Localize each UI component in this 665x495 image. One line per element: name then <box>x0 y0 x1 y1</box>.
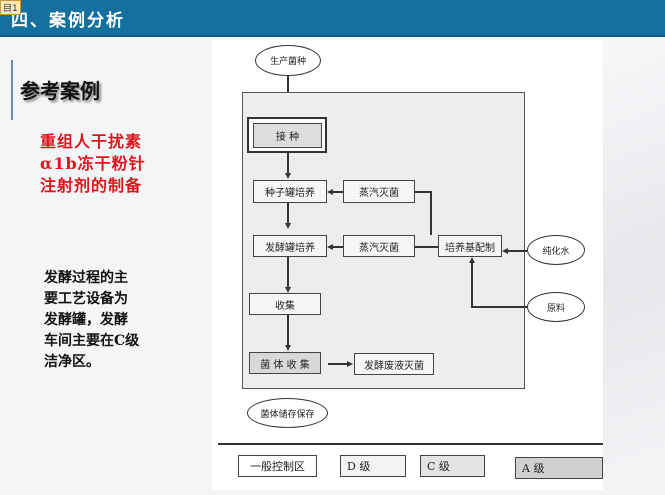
node-steam-sterilization-1: 蒸汽灭菌 <box>343 180 415 203</box>
case-title-line: α1b冻干粉针 <box>40 154 146 173</box>
description-line: 要工艺设备为 <box>44 291 128 307</box>
node-raw-material: 原料 <box>527 292 585 322</box>
arrow-down-icon <box>285 287 291 293</box>
connector <box>328 363 348 365</box>
section-title: 参考案例 <box>20 79 100 103</box>
node-seed-culture: 种子罐培养 <box>253 180 327 203</box>
node-fermenter-culture: 发酵罐培养 <box>253 235 327 257</box>
node-waste-sterilization: 发酵废液灭菌 <box>354 353 434 375</box>
connector <box>287 203 289 223</box>
node-steam-sterilization-2: 蒸汽灭菌 <box>343 235 415 257</box>
case-title-line: 注射剂的制备 <box>40 176 143 195</box>
node-cell-storage: 菌体储存保存 <box>247 398 328 428</box>
connector <box>471 263 473 307</box>
arrow-down-icon <box>285 345 291 351</box>
description-line: 车间主要在C级 <box>44 333 140 349</box>
process-flow-diagram: 生产菌种 接 种 种子罐培养 蒸汽灭菌 发酵罐培养 蒸汽灭菌 培养基配制 纯化水… <box>212 40 603 490</box>
node-inoculation: 接 种 <box>253 123 322 148</box>
section-accent-bar <box>11 60 13 120</box>
legend-divider <box>218 443 603 445</box>
case-title: 重组人干扰素 α1b冻干粉针 注射剂的制备 <box>40 131 146 197</box>
description-line: 发酵过程的主 <box>44 270 128 286</box>
connector <box>287 257 289 287</box>
legend-grade-c: C 级 <box>420 455 485 477</box>
background-decoration <box>603 40 665 495</box>
legend-grade-a: A 级 <box>515 457 603 479</box>
legend-general-control: 一般控制区 <box>238 455 317 477</box>
connector <box>333 246 343 248</box>
slide-tag: 目1 <box>0 0 21 15</box>
arrow-right-icon <box>347 361 353 367</box>
description-line: 发酵罐，发酵 <box>44 312 128 328</box>
description: 发酵过程的主 要工艺设备为 发酵罐，发酵 车间主要在C级 洁净区。 <box>44 268 139 373</box>
node-start: 生产菌种 <box>255 45 321 76</box>
node-purified-water: 纯化水 <box>527 235 585 265</box>
connector <box>471 306 527 308</box>
header-bar: 四、案例分析 <box>0 0 665 37</box>
arrow-left-icon <box>502 248 508 254</box>
arrow-up-icon <box>469 257 475 263</box>
legend-grade-d: D 级 <box>340 455 406 477</box>
connector <box>415 246 438 248</box>
description-line: 洁净区。 <box>44 354 100 370</box>
connector <box>333 191 343 193</box>
connector <box>287 76 289 104</box>
arrow-left-icon <box>327 189 333 195</box>
connector <box>415 191 431 193</box>
arrow-down-icon <box>285 173 291 179</box>
node-cell-collection: 菌 体 收 集 <box>249 352 321 374</box>
connector <box>508 250 527 252</box>
arrow-down-icon <box>285 223 291 229</box>
case-title-line: 重组人干扰素 <box>40 132 143 151</box>
node-medium-preparation: 培养基配制 <box>438 235 502 257</box>
connector <box>287 315 289 345</box>
node-collection: 收集 <box>249 293 321 315</box>
arrow-left-icon <box>327 244 333 250</box>
page-title: 四、案例分析 <box>11 11 125 31</box>
connector <box>287 153 289 173</box>
connector <box>430 191 432 235</box>
